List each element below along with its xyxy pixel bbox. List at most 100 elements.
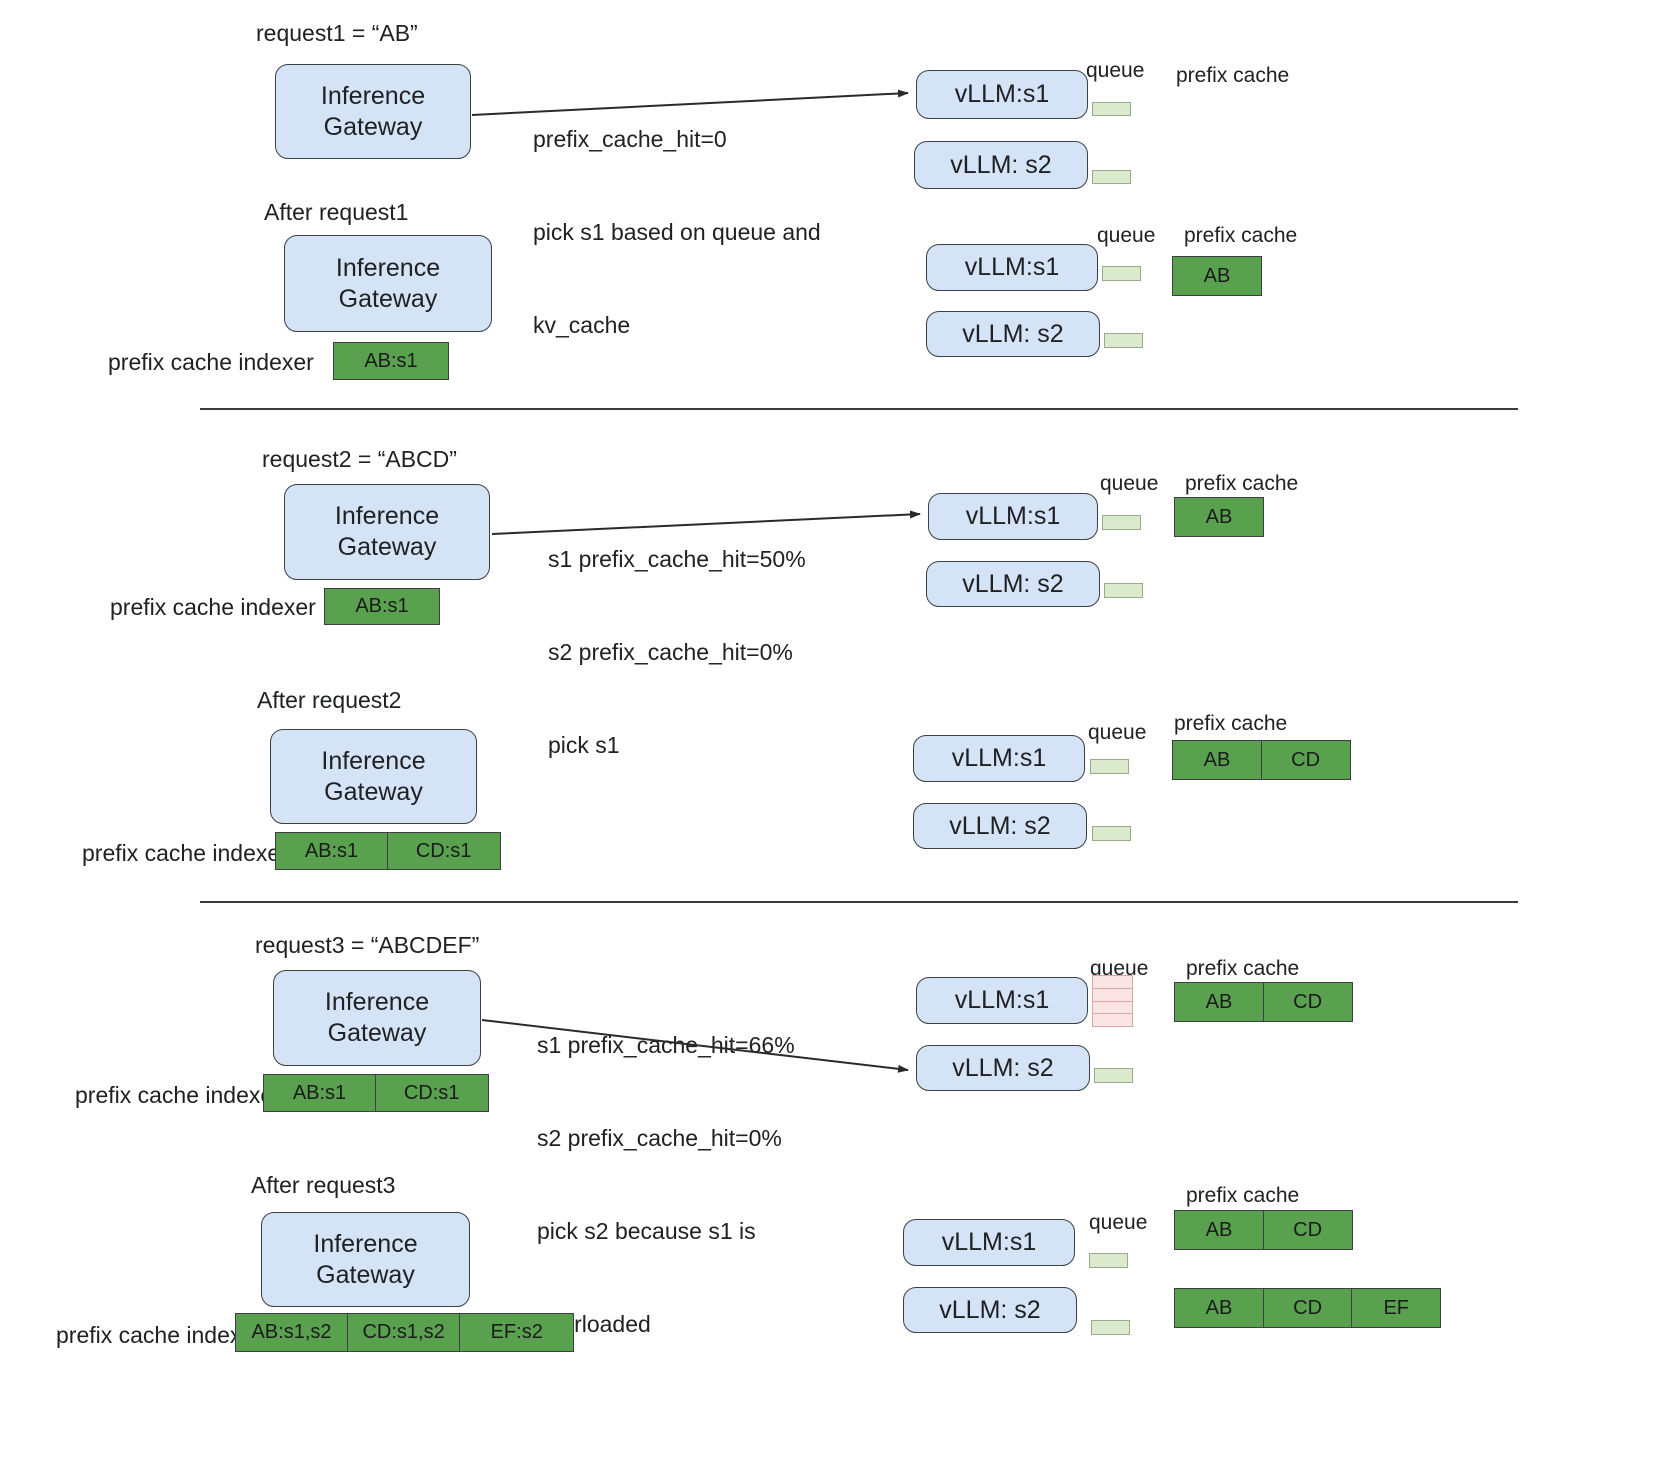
prefix-cache-s1-section5: AB CD bbox=[1174, 982, 1353, 1022]
prefix-cache-s1-section3: AB bbox=[1174, 497, 1264, 537]
gateway-label-line1: Inference bbox=[324, 988, 430, 1016]
prefix-cache-cell: CD bbox=[1260, 740, 1351, 780]
indexer-cell: EF:s2 bbox=[459, 1313, 575, 1352]
gateway-label-line2: Gateway bbox=[327, 1019, 427, 1047]
queue-indicator-s1-section3 bbox=[1102, 515, 1141, 530]
queue-label-1: queue bbox=[1086, 59, 1145, 82]
section-heading-after-request3: After request3 bbox=[251, 1172, 396, 1198]
server-label: vLLM: s2 bbox=[962, 319, 1064, 348]
indexer-label-after-request1: prefix cache indexer bbox=[108, 349, 314, 375]
annotation-line: prefix_cache_hit=0 bbox=[533, 126, 727, 152]
annotation-line: kv_cache bbox=[533, 312, 631, 338]
gateway-label-line1: Inference bbox=[313, 1229, 418, 1258]
annotation-request1: prefix_cache_hit=0 pick s1 based on queu… bbox=[533, 62, 821, 403]
queue-indicator-s2-section5 bbox=[1094, 1068, 1133, 1083]
prefix-cache-label-6: prefix cache bbox=[1186, 1184, 1300, 1207]
prefix-cache-label-4: prefix cache bbox=[1174, 712, 1288, 735]
queue-indicator-overloaded-s1-section5 bbox=[1092, 975, 1133, 1027]
gateway-label-line2: Gateway bbox=[337, 533, 437, 561]
server-box-s1-section3[interactable]: vLLM:s1 bbox=[928, 493, 1098, 540]
prefix-cache-s1-section4: AB CD bbox=[1172, 740, 1351, 780]
indexer-cell: AB:s1 bbox=[333, 342, 449, 380]
prefix-cache-indexer-request2: AB:s1 bbox=[324, 588, 440, 625]
server-label: vLLM: s2 bbox=[949, 811, 1051, 840]
queue-cell bbox=[1093, 976, 1132, 989]
server-label: vLLM:s1 bbox=[941, 1228, 1037, 1256]
annotation-line: s1 prefix_cache_hit=66% bbox=[537, 1032, 795, 1058]
server-box-s1-section5[interactable]: vLLM:s1 bbox=[916, 977, 1088, 1024]
indexer-cell: AB:s1 bbox=[263, 1074, 376, 1112]
section-heading-after-request2: After request2 bbox=[257, 687, 402, 713]
section-heading-after-request1: After request1 bbox=[264, 199, 409, 225]
server-box-s1-section4[interactable]: vLLM:s1 bbox=[913, 735, 1085, 782]
server-box-s1-section2[interactable]: vLLM:s1 bbox=[926, 244, 1098, 291]
prefix-cache-cell: CD bbox=[1262, 982, 1353, 1022]
gateway-label-line2: Gateway bbox=[324, 777, 423, 806]
annotation-request2: s1 prefix_cache_hit=50% s2 prefix_cache_… bbox=[548, 482, 806, 823]
annotation-line: pick s1 based on queue and bbox=[533, 219, 821, 245]
server-box-s2-section1[interactable]: vLLM: s2 bbox=[914, 141, 1088, 189]
queue-indicator-s1-section1 bbox=[1092, 102, 1131, 116]
indexer-cell: CD:s1 bbox=[374, 1074, 489, 1112]
prefix-cache-label-3: prefix cache bbox=[1185, 472, 1299, 495]
prefix-cache-indexer-request3: AB:s1 CD:s1 bbox=[263, 1074, 489, 1112]
queue-cell bbox=[1093, 1002, 1132, 1015]
server-box-s1-section6[interactable]: vLLM:s1 bbox=[903, 1219, 1075, 1266]
prefix-cache-label-2: prefix cache bbox=[1184, 224, 1298, 247]
server-box-s2-section4[interactable]: vLLM: s2 bbox=[913, 803, 1087, 849]
queue-label-4: queue bbox=[1088, 721, 1147, 744]
server-label: vLLM: s2 bbox=[962, 569, 1064, 598]
inference-gateway-box-1[interactable]: Inference Gateway bbox=[275, 64, 471, 159]
inference-gateway-box-6[interactable]: Inference Gateway bbox=[261, 1212, 470, 1307]
prefix-cache-cell: AB bbox=[1174, 982, 1264, 1022]
gateway-label-line2: Gateway bbox=[338, 284, 438, 313]
server-box-s2-section5[interactable]: vLLM: s2 bbox=[916, 1045, 1090, 1091]
gateway-label-line2: Gateway bbox=[316, 1260, 415, 1289]
inference-gateway-box-4[interactable]: Inference Gateway bbox=[270, 729, 477, 824]
inference-gateway-box-3[interactable]: Inference Gateway bbox=[284, 484, 490, 580]
annotation-line: s2 prefix_cache_hit=0% bbox=[537, 1125, 782, 1151]
gateway-label-line1: Inference bbox=[320, 81, 426, 110]
queue-indicator-s1-section4 bbox=[1090, 759, 1129, 774]
prefix-cache-s2-section6: AB CD EF bbox=[1174, 1288, 1442, 1328]
indexer-label-after-request3: prefix cache indexer bbox=[56, 1322, 262, 1348]
annotation-line: s2 prefix_cache_hit=0% bbox=[548, 639, 793, 665]
server-label: vLLM:s1 bbox=[964, 253, 1060, 281]
annotation-line: s1 prefix_cache_hit=50% bbox=[548, 546, 806, 572]
prefix-cache-s1-section6: AB CD bbox=[1174, 1210, 1353, 1250]
server-label: vLLM:s1 bbox=[954, 80, 1050, 108]
prefix-cache-indexer-after-request1: AB:s1 bbox=[333, 342, 449, 380]
queue-indicator-s1-section2 bbox=[1102, 266, 1141, 281]
section-heading-request1: request1 = “AB” bbox=[256, 20, 418, 46]
queue-indicator-s2-section2 bbox=[1104, 333, 1143, 348]
inference-gateway-box-5[interactable]: Inference Gateway bbox=[273, 970, 481, 1066]
queue-label-3: queue bbox=[1100, 472, 1159, 495]
inference-gateway-box-2[interactable]: Inference Gateway bbox=[284, 235, 492, 332]
server-label: vLLM:s1 bbox=[965, 502, 1061, 530]
annotation-line: pick s1 bbox=[548, 732, 620, 758]
prefix-cache-cell: AB bbox=[1172, 740, 1262, 780]
queue-label-5: queue bbox=[1090, 957, 1149, 980]
server-box-s2-section3[interactable]: vLLM: s2 bbox=[926, 561, 1100, 607]
prefix-cache-cell: EF bbox=[1351, 1288, 1442, 1328]
annotation-request3: s1 prefix_cache_hit=66% s2 prefix_cache_… bbox=[537, 968, 795, 1402]
indexer-label-request3: prefix cache indexer bbox=[75, 1082, 281, 1108]
indexer-label-request2: prefix cache indexer bbox=[110, 594, 316, 620]
queue-indicator-s2-section6 bbox=[1091, 1320, 1130, 1335]
queue-indicator-s2-section1 bbox=[1092, 170, 1131, 184]
indexer-cell: CD:s1 bbox=[386, 832, 501, 870]
server-label: vLLM: s2 bbox=[939, 1295, 1041, 1324]
prefix-cache-cell: AB bbox=[1174, 1210, 1264, 1250]
prefix-cache-cell: AB bbox=[1172, 256, 1262, 296]
indexer-cell: AB:s1 bbox=[275, 832, 388, 870]
server-box-s2-section6[interactable]: vLLM: s2 bbox=[903, 1287, 1077, 1333]
prefix-cache-indexer-after-request2: AB:s1 CD:s1 bbox=[275, 832, 501, 870]
server-box-s2-section2[interactable]: vLLM: s2 bbox=[926, 311, 1100, 357]
gateway-label-line1: Inference bbox=[334, 502, 440, 530]
gateway-label-line1: Inference bbox=[321, 746, 426, 775]
section-heading-request3: request3 = “ABCDEF” bbox=[255, 932, 480, 958]
server-box-s1-section1[interactable]: vLLM:s1 bbox=[916, 70, 1088, 119]
indexer-cell: AB:s1 bbox=[324, 588, 440, 625]
